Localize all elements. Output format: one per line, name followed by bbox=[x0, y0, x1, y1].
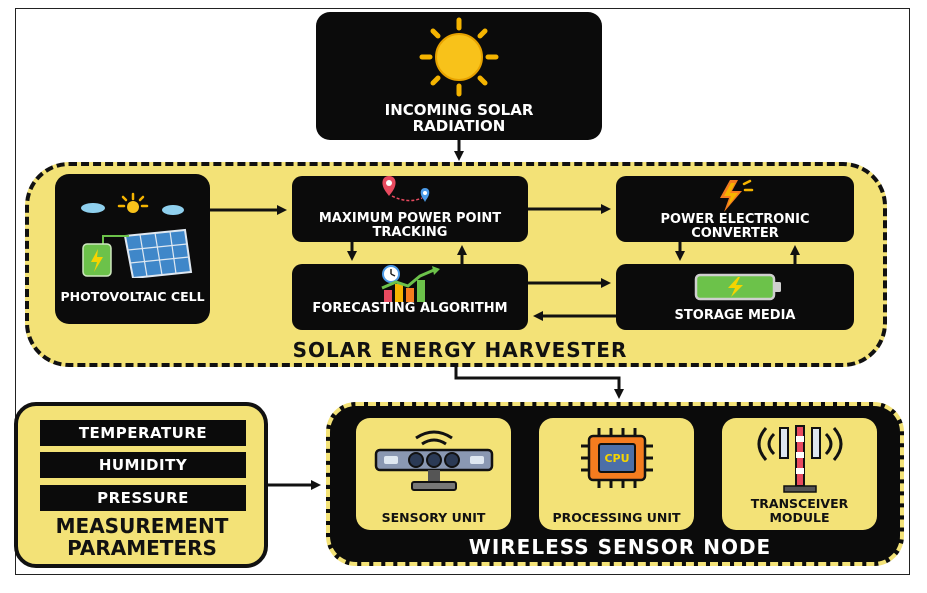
forecasting-algorithm-label: FORECASTING ALGORITHM bbox=[312, 301, 508, 316]
incoming-solar-radiation-label: INCOMING SOLAR RADIATION bbox=[384, 101, 534, 136]
wireless-sensor-node-title: WIRELESS SENSOR NODE bbox=[468, 535, 772, 559]
storage-media-label: STORAGE MEDIA bbox=[674, 308, 796, 323]
lightning-icon bbox=[720, 179, 754, 212]
measurement-parameters-panel: TEMPERATURE HUMIDITY PRESSURE MEASUREMEN… bbox=[14, 402, 268, 568]
sun-icon bbox=[419, 17, 499, 97]
param-humidity: HUMIDITY bbox=[40, 452, 246, 478]
processing-unit-label: PROCESSING UNIT bbox=[552, 509, 681, 525]
param-pressure: PRESSURE bbox=[40, 485, 246, 511]
power-electronic-converter-block: POWER ELECTRONIC CONVERTER bbox=[616, 176, 854, 242]
solar-energy-harvester-title: SOLAR ENERGY HARVESTER bbox=[292, 338, 628, 362]
sensor-icon bbox=[374, 430, 494, 491]
antenna-tower-icon bbox=[757, 425, 843, 493]
sensory-unit-label: SENSORY UNIT bbox=[381, 509, 486, 525]
photovoltaic-cell-label: PHOTOVOLTAIC CELL bbox=[60, 289, 205, 304]
mppt-block: MAXIMUM POWER POINT TRACKING bbox=[292, 176, 528, 242]
cpu-icon bbox=[581, 428, 653, 488]
battery-icon bbox=[694, 273, 781, 301]
processing-unit-block: CPU PROCESSING UNIT bbox=[539, 418, 694, 530]
param-temperature: TEMPERATURE bbox=[40, 420, 246, 446]
transceiver-module-block: TRANSCEIVER MODULE bbox=[722, 418, 877, 530]
measurement-parameters-title: MEASUREMENT PARAMETERS bbox=[55, 514, 229, 560]
location-pins-icon bbox=[382, 176, 430, 202]
mppt-label: MAXIMUM POWER POINT TRACKING bbox=[318, 211, 502, 241]
cpu-text: CPU bbox=[604, 452, 630, 465]
incoming-solar-radiation-block: INCOMING SOLAR RADIATION bbox=[316, 12, 602, 140]
forecast-chart-icon bbox=[381, 265, 440, 302]
solar-panel-icon bbox=[81, 192, 193, 278]
forecasting-algorithm-block: FORECASTING ALGORITHM bbox=[292, 264, 528, 330]
power-electronic-converter-label: POWER ELECTRONIC CONVERTER bbox=[660, 212, 810, 242]
transceiver-module-label: TRANSCEIVER MODULE bbox=[750, 496, 849, 525]
storage-media-block: STORAGE MEDIA bbox=[616, 264, 854, 330]
sensory-unit-block: SENSORY UNIT bbox=[356, 418, 511, 530]
photovoltaic-cell-block: PHOTOVOLTAIC CELL bbox=[55, 174, 210, 324]
